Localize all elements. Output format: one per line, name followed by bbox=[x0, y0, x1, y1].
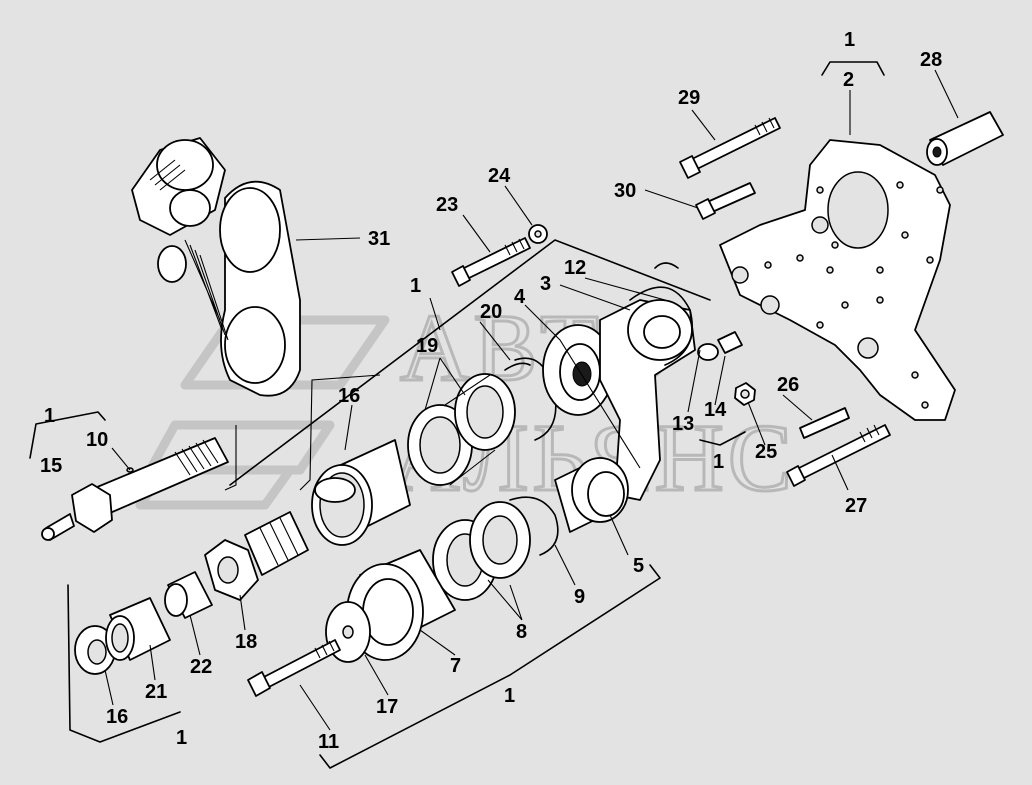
bracket-bottom bbox=[319, 564, 661, 769]
sleeve-16-top bbox=[311, 439, 411, 546]
spring-12 bbox=[629, 262, 694, 366]
callout-31: 31 bbox=[368, 228, 390, 250]
bolt-14-washer-13 bbox=[697, 331, 743, 361]
bearings-8 bbox=[432, 501, 531, 601]
callout-23: 23 bbox=[436, 194, 458, 216]
belt-tensioner-31 bbox=[131, 137, 301, 397]
bushing-21 bbox=[105, 597, 171, 661]
callout-11: 11 bbox=[318, 731, 339, 753]
bracket-left bbox=[29, 411, 106, 459]
bracket-right bbox=[699, 431, 746, 446]
bolt-11 bbox=[247, 639, 341, 697]
callout-30: 30 bbox=[614, 180, 636, 202]
tensioner-arm-3 bbox=[599, 299, 696, 501]
callout-15: 15 bbox=[40, 455, 62, 477]
callout-5: 5 bbox=[633, 555, 644, 577]
bracket-mid-inner bbox=[224, 374, 381, 491]
callout-20: 20 bbox=[480, 301, 502, 323]
callout-19: 19 bbox=[416, 335, 438, 357]
callout-3: 3 bbox=[540, 273, 551, 295]
callout-29: 29 bbox=[678, 87, 700, 109]
washer-16-bottom bbox=[74, 625, 116, 675]
bolts-26-27 bbox=[786, 407, 891, 487]
bracket-mid bbox=[229, 239, 711, 486]
bushing-22 bbox=[164, 571, 213, 619]
callout-1-mid: 1 bbox=[410, 275, 421, 297]
bolt-30 bbox=[695, 182, 756, 220]
bearing-19 bbox=[407, 373, 516, 486]
callout-9: 9 bbox=[574, 586, 585, 608]
callout-14: 14 bbox=[704, 399, 727, 421]
snap-ring-9 bbox=[509, 496, 559, 556]
callout-16-bottom: 16 bbox=[106, 706, 128, 728]
callout-27: 27 bbox=[845, 495, 867, 517]
callout-1-left: 1 bbox=[44, 405, 55, 427]
callout-26: 26 bbox=[777, 374, 799, 396]
pivot-pin-18 bbox=[204, 511, 309, 601]
bolt-29 bbox=[679, 117, 781, 179]
callout-18: 18 bbox=[235, 631, 257, 653]
callout-24: 24 bbox=[488, 165, 511, 187]
callout-13: 13 bbox=[672, 413, 694, 435]
callout-16-top: 16 bbox=[338, 385, 360, 407]
callout-17: 17 bbox=[376, 696, 398, 718]
leader-lines bbox=[104, 69, 959, 731]
callout-28: 28 bbox=[920, 49, 942, 71]
callout-10: 10 bbox=[86, 429, 108, 451]
bracket-top bbox=[821, 61, 885, 76]
callout-25: 25 bbox=[755, 441, 777, 463]
callout-1-right: 1 bbox=[713, 451, 724, 473]
callout-2: 2 bbox=[843, 69, 854, 91]
callout-7: 7 bbox=[450, 655, 461, 677]
callout-4: 4 bbox=[514, 286, 526, 308]
bracket-bottom-left bbox=[67, 584, 181, 743]
callout-12: 12 bbox=[564, 257, 586, 279]
bolt-23-washer-24 bbox=[451, 224, 548, 287]
callouts: 1 2 28 29 30 24 23 31 12 3 4 20 1 19 16 … bbox=[40, 29, 942, 753]
callout-1-bottom: 1 bbox=[504, 685, 515, 707]
bolt-10 bbox=[71, 437, 229, 533]
spacer-5 bbox=[554, 457, 629, 533]
grease-nipple-15 bbox=[41, 513, 75, 541]
group-brackets bbox=[29, 61, 885, 769]
callout-8: 8 bbox=[516, 621, 527, 643]
nut-25 bbox=[734, 382, 756, 406]
callout-1-top: 1 bbox=[844, 29, 855, 51]
callout-22: 22 bbox=[190, 656, 212, 678]
spacer-28 bbox=[926, 111, 1004, 166]
mounting-plate-2 bbox=[719, 139, 956, 421]
callout-21: 21 bbox=[145, 681, 167, 703]
callout-1-bottom-left: 1 bbox=[176, 727, 187, 749]
